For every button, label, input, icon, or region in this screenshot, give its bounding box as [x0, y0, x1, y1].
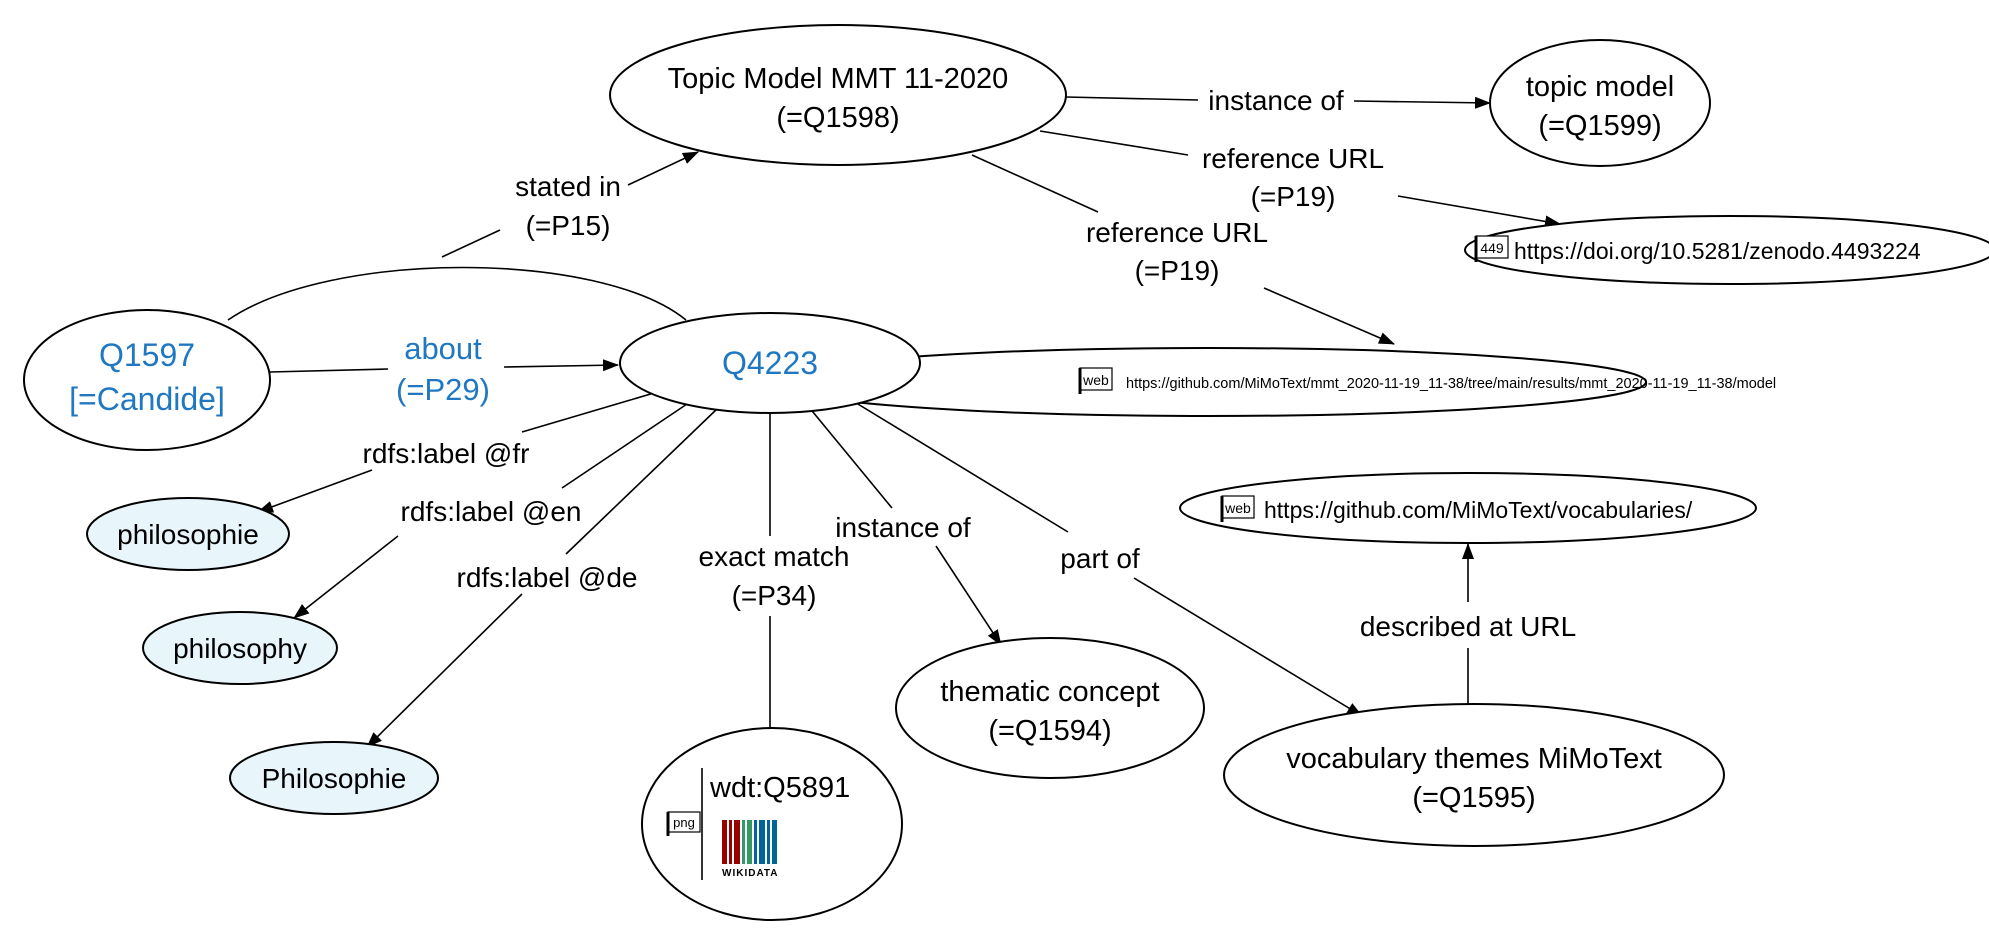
label-stated-in-line2: (=P15) — [526, 210, 611, 241]
label-exact-match: exact match (=P34) — [699, 541, 850, 611]
label-reference-url-2-line1: reference URL — [1086, 217, 1268, 248]
wikidata-logo-icon — [722, 820, 777, 864]
edge-rdfs-label-de-b — [366, 593, 523, 748]
node-thematic-concept[interactable]: thematic concept (=Q1594) — [895, 637, 1205, 779]
wikidata-logo-bar — [722, 820, 727, 864]
label-about: about (=P29) — [396, 331, 490, 407]
wikidata-logo-bar — [759, 820, 765, 864]
doi-badge-text: 449 — [1480, 240, 1504, 256]
label-rdfs-label-de: rdfs:label @de — [457, 562, 638, 593]
label-reference-url-2: reference URL (=P19) — [1086, 217, 1268, 286]
label-exact-match-line2: (=P34) — [732, 580, 817, 611]
node-wdt-q5891-label: wdt:Q5891 — [709, 772, 850, 804]
node-q4223-label[interactable]: Q4223 — [722, 345, 818, 381]
node-github-model-url[interactable]: web https://github.com/MiMoText/mmt_2020… — [769, 347, 1776, 417]
node-doi-url[interactable]: 449 https://doi.org/10.5281/zenodo.44932… — [1464, 215, 1989, 285]
label-about-line2: (=P29) — [396, 372, 490, 407]
wikidata-logo-bar — [742, 820, 745, 864]
edge-part-of-a — [847, 397, 1069, 533]
node-philosophy-en-label: philosophy — [173, 633, 307, 664]
label-reference-url-2-line2: (=P19) — [1135, 255, 1220, 286]
node-vocab-url[interactable]: web https://github.com/MiMoText/vocabula… — [1179, 472, 1757, 544]
node-philosophie-de: Philosophie — [229, 741, 439, 815]
edge-stated-in-upper — [627, 151, 699, 186]
label-rdfs-label-fr: rdfs:label @fr — [363, 438, 530, 469]
wikidata-logo-text: WIKIDATA — [722, 868, 779, 879]
edge-part-of-b — [1133, 577, 1363, 717]
wikidata-logo-bar — [734, 820, 740, 864]
node-thematic-concept-line2: (=Q1594) — [988, 715, 1111, 747]
edge-about-a — [269, 368, 389, 373]
node-q1597-line2[interactable]: [=Candide] — [69, 381, 225, 417]
node-topic-model-line1: topic model — [1526, 71, 1674, 103]
label-rdfs-label-en: rdfs:label @en — [401, 496, 582, 527]
label-about-line1: about — [404, 331, 482, 366]
vocab-badge-text: web — [1224, 500, 1251, 516]
edge-rdfs-label-fr-a — [521, 392, 655, 433]
edge-stated-in-lower — [441, 229, 501, 258]
label-reference-url-1-line2: (=P19) — [1251, 181, 1336, 212]
node-philosophie-fr: philosophie — [86, 497, 290, 571]
node-topic-model-mmt-line1: Topic Model MMT 11-2020 — [668, 63, 1009, 95]
node-vocabulary-themes[interactable]: vocabulary themes MiMoText (=Q1595) — [1223, 703, 1725, 847]
label-stated-in: stated in (=P15) — [515, 171, 621, 241]
node-philosophie-fr-label: philosophie — [117, 519, 259, 550]
edge-instance-of-top-a — [1065, 96, 1199, 101]
label-instance-of-top: instance of — [1208, 85, 1344, 116]
wikidata-logo-bar — [747, 820, 752, 864]
node-topic-model-line2: (=Q1599) — [1538, 110, 1661, 142]
wikidata-logo-bar — [754, 820, 757, 864]
node-topic-model-mmt[interactable]: Topic Model MMT 11-2020 (=Q1598) — [609, 24, 1067, 166]
label-instance-of-bottom: instance of — [835, 512, 971, 543]
edge-reference-url-2-b — [1263, 287, 1395, 345]
edge-rdfs-label-en-a — [561, 401, 691, 489]
node-q4223[interactable]: Q4223 — [619, 312, 921, 414]
edge-reference-url-1-a — [1039, 130, 1189, 156]
label-exact-match-line1: exact match — [699, 541, 850, 572]
node-topic-model[interactable]: topic model (=Q1599) — [1489, 39, 1711, 167]
wikidata-logo-bar — [772, 820, 777, 864]
node-github-model-url-text[interactable]: https://github.com/MiMoText/mmt_2020-11-… — [1126, 376, 1776, 392]
edge-reference-url-2-a — [971, 154, 1099, 213]
node-vocabulary-themes-line2: (=Q1595) — [1412, 782, 1535, 814]
label-reference-url-1-line1: reference URL — [1202, 143, 1384, 174]
edge-about-b — [503, 359, 619, 372]
edge-instance-of-top-b — [1353, 96, 1491, 109]
wikidata-logo-bar — [729, 820, 732, 864]
node-philosophy-en: philosophy — [142, 611, 338, 685]
label-part-of: part of — [1060, 543, 1140, 574]
edge-instance-of-bottom-a — [807, 405, 893, 509]
edge-rdfs-label-en-b — [293, 535, 399, 619]
node-vocabulary-themes-line1: vocabulary themes MiMoText — [1286, 743, 1662, 775]
label-described-at-url: described at URL — [1360, 611, 1576, 642]
node-q1597-candide[interactable]: Q1597 [=Candide] — [23, 309, 271, 451]
node-thematic-concept-line1: thematic concept — [940, 676, 1159, 708]
label-stated-in-line1: stated in — [515, 171, 621, 202]
wdt-badge-text: png — [673, 815, 695, 830]
node-wdt-q5891[interactable]: png wdt:Q5891 WIKIDATA — [641, 727, 903, 921]
edge-rdfs-label-de-a — [565, 407, 719, 555]
node-doi-url-text[interactable]: https://doi.org/10.5281/zenodo.4493224 — [1514, 238, 1921, 264]
label-reference-url-1: reference URL (=P19) — [1202, 143, 1384, 212]
edge-rdfs-label-fr-b — [257, 469, 373, 513]
statement-arc — [227, 266, 687, 321]
github-model-badge-text: web — [1082, 372, 1109, 388]
node-topic-model-mmt-line2: (=Q1598) — [776, 102, 899, 134]
node-q1597-line1[interactable]: Q1597 — [99, 337, 195, 373]
node-vocab-url-text[interactable]: https://github.com/MiMoText/vocabularies… — [1264, 497, 1693, 523]
edge-reference-url-1-b — [1397, 195, 1561, 228]
edge-instance-of-bottom-b — [935, 545, 1002, 646]
wikidata-logo-bar — [767, 820, 770, 864]
node-philosophie-de-label: Philosophie — [262, 763, 407, 794]
